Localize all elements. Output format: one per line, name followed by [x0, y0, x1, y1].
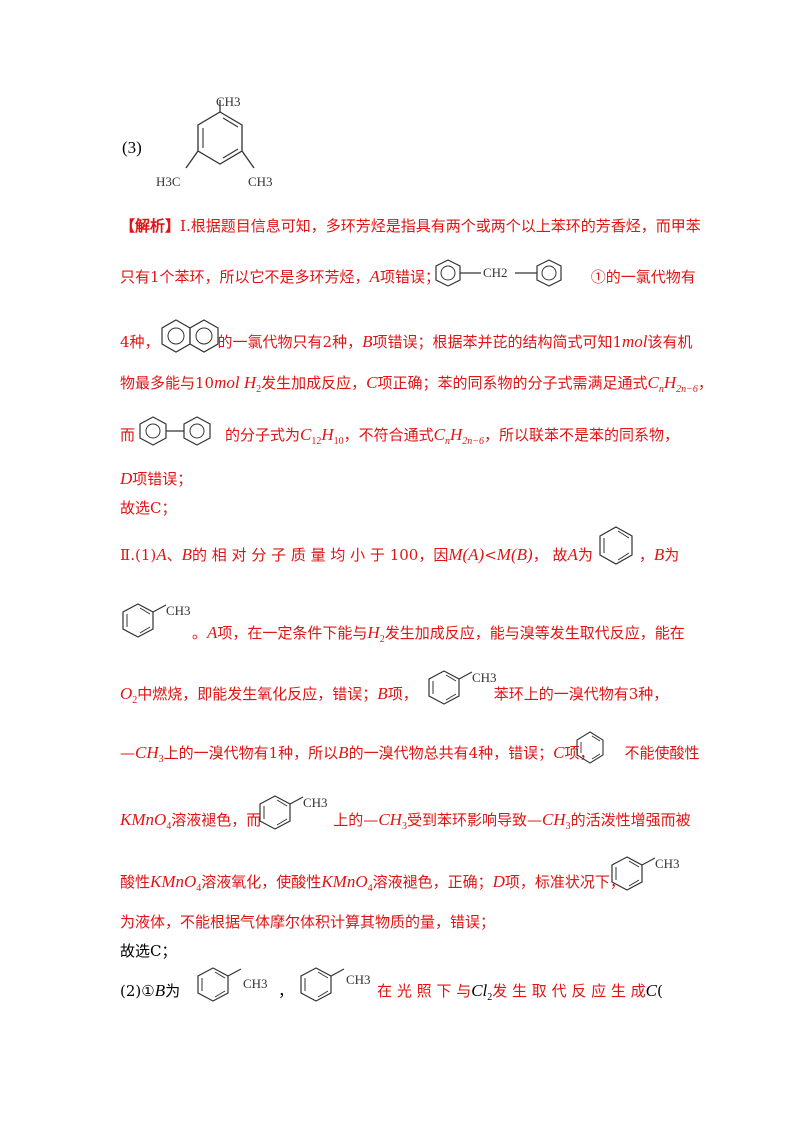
part2-line-8: 故选C；: [120, 942, 177, 960]
part2-line-5: KMnO4溶液褪色，而上的—CH3受到苯环影响导致—CH3的活泼性增强而被: [120, 810, 691, 832]
svg-text:CH3: CH3: [472, 670, 497, 685]
analysis-line-2: 只有1个苯环，所以它不是多环芳烃，A项错误； ①的一氯代物有: [120, 267, 696, 286]
analysis-line-3: 4种，的一氯代物只有2种，B项错误；根据苯并芘的结构简式可知1mol该有机: [120, 332, 693, 351]
toluene-structure: CH3: [300, 967, 371, 1002]
svg-text:CH3: CH3: [655, 856, 680, 871]
toluene-structure: CH3: [428, 670, 497, 705]
analysis-line-1: 【解析】Ⅰ.根据题目信息可知，多环芳烃是指具有两个或两个以上苯环的芳香烃，而甲苯: [120, 217, 701, 235]
naphthalene-structure: [161, 319, 219, 353]
part2-line-9: (2)①B为，在 光 照 下 与Cl2发 生 取 代 反 应 生 成C(: [120, 981, 663, 1003]
analysis-line-4: 物最多能与10mol H2发生加成反应，C项正确；苯的同系物的分子式需满足通式C…: [120, 373, 713, 395]
svg-text:CH3: CH3: [243, 976, 268, 991]
toluene-structure: CH3: [259, 795, 328, 830]
toluene-structure: CH3: [197, 967, 268, 1002]
part2-line-1: Ⅱ.(1)A、B的 相 对 分 子 质 量 均 小 于 100，因M(A)<M(…: [120, 545, 680, 564]
svg-text:CH3: CH3: [346, 972, 371, 987]
biphenyl-structure: [139, 416, 211, 446]
diphenylmethane-structure: CH2: [435, 259, 562, 287]
part2-line-4: —CH3上的一溴代物有1种，所以B的一溴代物总共有4种，错误；C项，不能使酸性: [120, 743, 700, 765]
benzene-structure: [576, 731, 604, 764]
part2-line-7: 为液体，不能根据气体摩尔体积计算其物质的量，错误；: [120, 913, 496, 931]
svg-text:CH3: CH3: [303, 795, 328, 810]
mesitylene-structure: CH3 H3C CH3: [156, 94, 273, 189]
analysis-tag: 【解析】: [120, 217, 181, 235]
part2-line-6: 酸性KMnO4溶液氧化，使酸性KMnO4溶液褪色，正确；D项，标准状况下，: [120, 872, 625, 894]
question-number: (3): [122, 138, 142, 157]
analysis-line-5: 而的分子式为C12H10，不符合通式CnH2n−6，所以联苯不是苯的同系物，: [120, 425, 680, 447]
part2-line-2: 。A项，在一定条件下能与H2发生加成反应，能与溴等发生取代反应，能在: [192, 623, 685, 645]
benzene-structure: [599, 526, 633, 565]
toluene-structure: CH3: [122, 603, 191, 638]
toluene-structure: CH3: [611, 856, 680, 891]
part2-line-3: O2中燃烧，即能发生氧化反应，错误；B项，苯环上的一溴代物有3种，: [120, 684, 669, 706]
analysis-line-7: 故选C；: [120, 499, 177, 517]
analysis-line-6: D项错误；: [120, 469, 193, 488]
methyl-top-label: CH3: [216, 94, 241, 109]
svg-text:CH3: CH3: [166, 603, 191, 618]
methyl-right-label: CH3: [248, 174, 273, 189]
svg-text:CH2: CH2: [483, 265, 508, 280]
methyl-left-label: H3C: [156, 174, 181, 189]
